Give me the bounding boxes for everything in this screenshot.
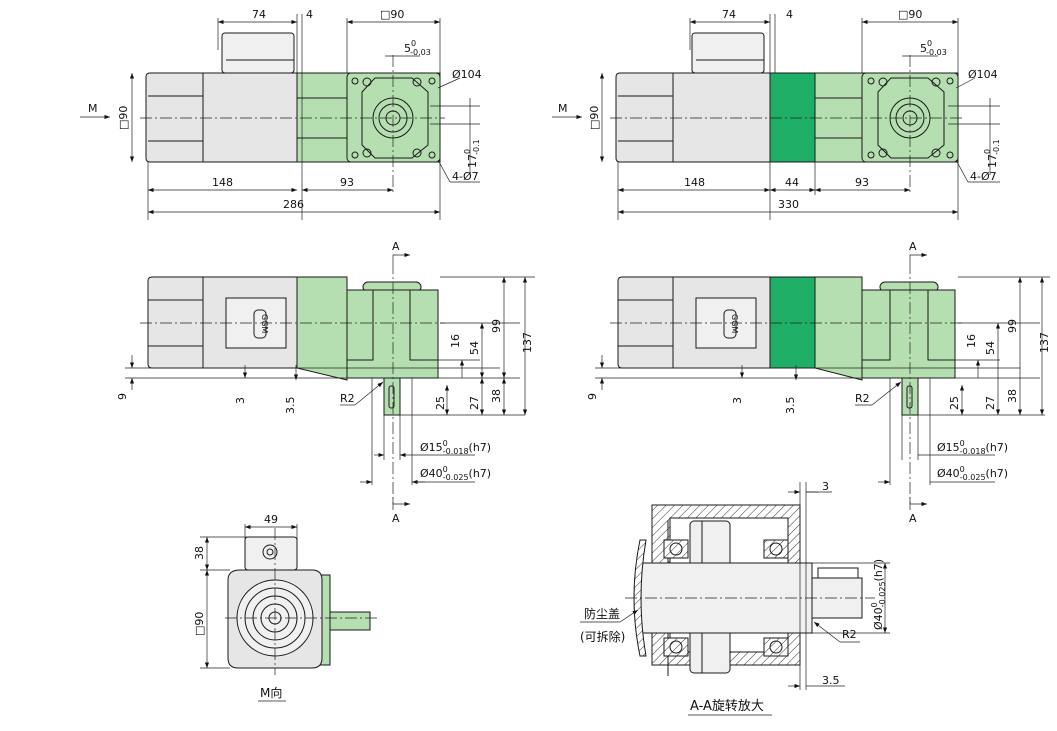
- dim-137: 137: [521, 332, 534, 353]
- dim-shaft-dia: Ø150-0.018(h7): [420, 439, 491, 456]
- view-arrow-m: M: [558, 102, 568, 115]
- dim-radius: R2: [842, 628, 857, 641]
- dim-99: 99: [1006, 319, 1019, 333]
- dim-gap: 4: [786, 8, 793, 21]
- dim-motor: 148: [212, 176, 233, 189]
- top-view-left: 74 4 □90 50-0.03 Ø104 170-0.1 4-Ø7 148 9…: [80, 8, 482, 220]
- dim-3-5: 3.5: [784, 397, 797, 415]
- dim-pilot-dia: Ø400-0.025(h7): [420, 465, 491, 482]
- dim-16: 16: [449, 334, 462, 348]
- dim-key-height: 170-0.1: [463, 139, 481, 168]
- dim-pilot-dia: Ø400-0.025(h7): [937, 465, 1008, 482]
- dim-gap: 4: [306, 8, 313, 21]
- section-mark-top: A: [392, 240, 400, 253]
- motor-body: [615, 72, 771, 163]
- dim-3: 3: [822, 480, 829, 493]
- dim-radius: R2: [340, 392, 355, 405]
- dim-shaft-dia: Ø150-0.018(h7): [937, 439, 1008, 456]
- m-direction-view: 49 38 □90 M向: [193, 513, 380, 702]
- dim-54: 54: [468, 341, 481, 355]
- dim-3-5: 3.5: [284, 397, 297, 415]
- section-mark-top: A: [909, 240, 917, 253]
- terminal-box: [244, 536, 298, 571]
- dim-square: □90: [193, 612, 206, 636]
- dim-pcd: Ø104: [452, 68, 482, 81]
- side-view-right: GGM A A 9 3 3.5 R2 25 27 38 16 54 99: [586, 240, 1051, 525]
- intermediate-gearbox: [769, 72, 816, 163]
- top-view-right: 74 4 □90 50-0.03 Ø104 170-0.1 4-Ø7 148 4…: [552, 8, 1001, 220]
- dim-gear: 93: [340, 176, 354, 189]
- dim-9: 9: [586, 393, 599, 400]
- dim-27: 27: [468, 396, 481, 410]
- view-arrow-m: M: [88, 102, 98, 115]
- dim-height: 38: [193, 546, 206, 560]
- dim-total: 286: [283, 198, 304, 211]
- dim-3: 3: [731, 397, 744, 404]
- side-view-left: GGM A A 9 3 3.5 R2 25 27 38 16: [116, 240, 535, 525]
- dim-width: 49: [264, 513, 278, 526]
- nameplate-text: GGM: [730, 314, 739, 333]
- dim-pilot-dia: Ø400-0.025(h7): [870, 559, 887, 630]
- dim-key-height: 170-0.1: [983, 139, 1001, 168]
- nameplate: [253, 309, 267, 339]
- dim-mid: 44: [785, 176, 799, 189]
- dim-terminal: 74: [252, 8, 266, 21]
- output-shaft: [329, 611, 371, 631]
- dim-key: 50-0.03: [920, 39, 947, 57]
- dim-motor-square: □90: [588, 106, 601, 130]
- section-caption: A-A旋转放大: [690, 699, 764, 714]
- dim-square: □90: [380, 8, 404, 21]
- cover-note: (可拆除): [580, 629, 625, 644]
- cover-label: 防尘盖: [584, 606, 620, 621]
- dim-137: 137: [1038, 332, 1051, 353]
- dim-25: 25: [434, 396, 447, 410]
- dim-38: 38: [1006, 389, 1019, 403]
- dim-gear: 93: [855, 176, 869, 189]
- dim-38: 38: [490, 389, 503, 403]
- dim-99: 99: [490, 319, 503, 333]
- nameplate-text: GGM: [260, 314, 269, 333]
- dim-16: 16: [965, 334, 978, 348]
- dim-holes: 4-Ø7: [452, 170, 479, 183]
- section-mark-bottom: A: [909, 512, 917, 525]
- dim-3-5: 3.5: [822, 674, 840, 687]
- dim-key: 50-0.03: [404, 39, 431, 57]
- dim-25: 25: [948, 396, 961, 410]
- dim-motor: 148: [684, 176, 705, 189]
- section-mark-bottom: A: [392, 512, 400, 525]
- dim-radius: R2: [855, 392, 870, 405]
- dim-terminal: 74: [722, 8, 736, 21]
- dim-total: 330: [778, 198, 799, 211]
- dim-3: 3: [234, 397, 247, 404]
- dim-square: □90: [898, 8, 922, 21]
- dim-holes: 4-Ø7: [970, 170, 997, 183]
- view-caption: M向: [260, 685, 282, 700]
- motor-body: [145, 72, 298, 163]
- dim-27: 27: [984, 396, 997, 410]
- section-a-a: 3 3.5 R2 Ø400-0.025(h7) 防尘盖 (可拆除) A-A旋转放…: [580, 480, 890, 716]
- dim-9: 9: [116, 393, 129, 400]
- terminal-box: [221, 32, 295, 74]
- dim-54: 54: [984, 341, 997, 355]
- flange: [346, 72, 441, 163]
- dim-pcd: Ø104: [968, 68, 998, 81]
- dim-motor-square: □90: [117, 106, 130, 130]
